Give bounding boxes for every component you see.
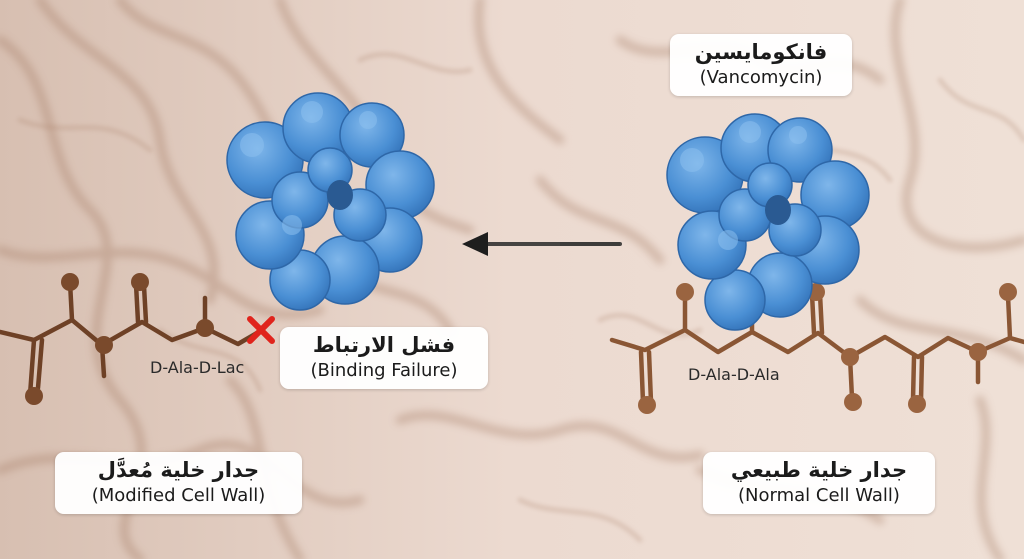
binding-failure-label: فشل الارتباط (Binding Failure): [280, 327, 488, 389]
vancomycin-label-en: (Vancomycin): [699, 67, 823, 88]
vancomycin-molecule-unbound: [226, 92, 435, 311]
modified-chain-atoms: [25, 273, 214, 405]
vancomycin-label: فانكومايسين (Vancomycin): [670, 34, 852, 96]
normal-chain-atoms: [638, 283, 1017, 414]
modified-terminus-label: D-Ala-D-Lac: [150, 358, 245, 377]
arrow-left-icon: [462, 232, 622, 256]
vancomycin-label-ar: فانكومايسين: [694, 40, 828, 64]
red-x-icon: [247, 316, 275, 344]
vancomycin-molecule-bound: [666, 113, 870, 331]
normal-cell-wall-label-en: (Normal Cell Wall): [738, 485, 900, 506]
binding-failure-label-en: (Binding Failure): [310, 360, 458, 381]
normal-terminus-label: D-Ala-D-Ala: [688, 365, 780, 384]
normal-cell-wall-label: جدار خلية طبيعي (Normal Cell Wall): [703, 452, 935, 514]
modified-cell-wall-label-en: (Modified Cell Wall): [91, 485, 266, 506]
binding-failure-label-ar: فشل الارتباط: [312, 333, 456, 357]
modified-cell-wall-label: جدار خلية مُعدَّل (Modified Cell Wall): [55, 452, 302, 514]
modified-cell-wall-label-ar: جدار خلية مُعدَّل: [97, 458, 260, 482]
normal-cell-wall-label-ar: جدار خلية طبيعي: [730, 458, 908, 482]
